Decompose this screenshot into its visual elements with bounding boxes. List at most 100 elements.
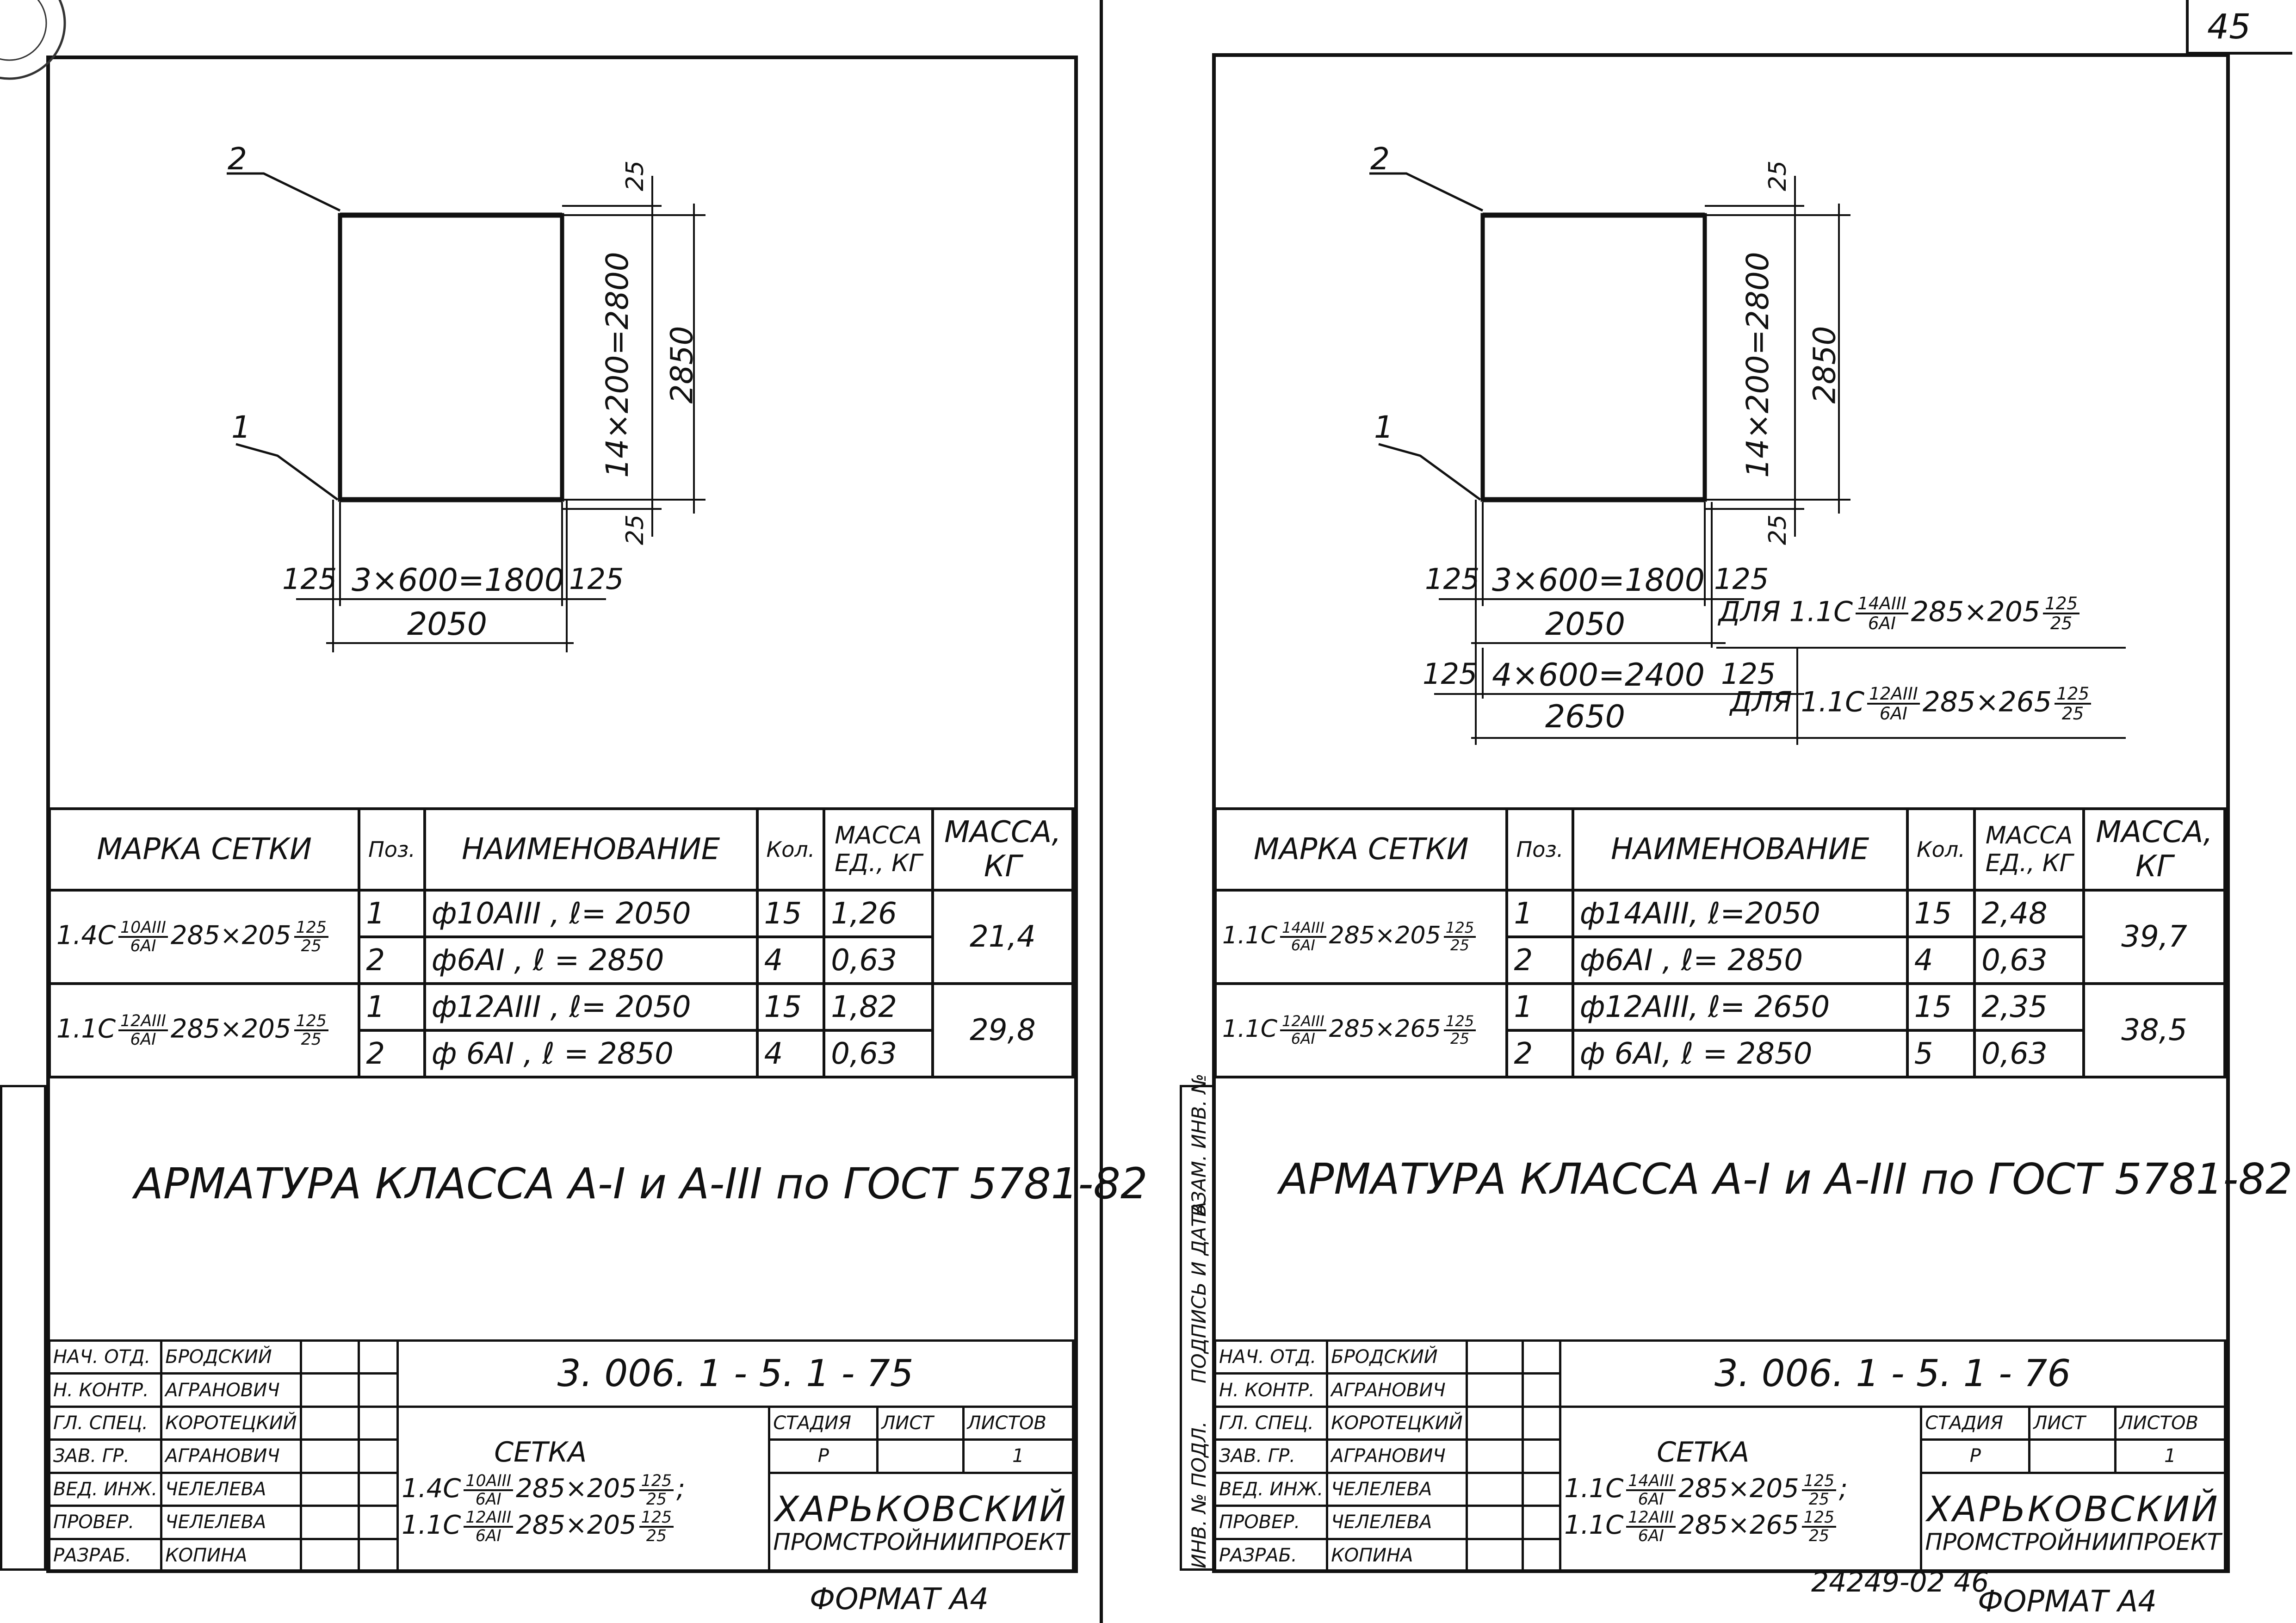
left-dim-bottom-offset: 25 xyxy=(621,514,650,545)
right-sign-6 xyxy=(1465,1537,1524,1573)
right-callout-2: 2 xyxy=(1370,141,1390,177)
title-prefix: 1.1С xyxy=(1564,1474,1624,1504)
right-stage: Р xyxy=(1920,1438,2031,1474)
right-role-2: ГЛ. СПЕЦ. xyxy=(1213,1405,1329,1441)
title-size: 285×205 xyxy=(1678,1474,1799,1504)
left-row1-unit2: 0,63 xyxy=(823,935,934,985)
mark-step-num: 125 xyxy=(294,1012,328,1031)
right-header-name: НАИМЕНОВАНИЕ xyxy=(1571,807,1909,892)
table-row: 2 ф 6АI , ℓ = 2850 4 0,63 xyxy=(50,1029,1073,1078)
left-role-6: РАЗРАБ. xyxy=(48,1537,163,1573)
left-sign-1 xyxy=(299,1372,360,1408)
right-sheet xyxy=(2028,1438,2117,1474)
left-sign-2 xyxy=(299,1405,360,1441)
right-org-line2: ПРОМСТРОЙНИИПРОЕКТ xyxy=(1925,1529,2221,1556)
right-sign-1 xyxy=(1465,1372,1524,1408)
mark-size: 285×205 xyxy=(170,1014,291,1044)
left-person-2: КОРОТЕЦКИЙ xyxy=(160,1405,302,1441)
title-step-den: 25 xyxy=(646,1490,667,1509)
right-person-1: АГРАНОВИЧ xyxy=(1326,1372,1468,1408)
left-dim-right-offset: 125 xyxy=(569,562,624,596)
mark-prefix: 1.1С xyxy=(56,1014,116,1044)
left-person-4: ЧЕЛЕЛЕВА xyxy=(160,1471,302,1507)
left-sign-5 xyxy=(299,1505,360,1540)
left-row1-name2: ф6АI , ℓ = 2850 xyxy=(423,935,759,985)
right-row2-unit2: 0,63 xyxy=(1973,1029,2086,1078)
left-row2-name2: ф 6АI , ℓ = 2850 xyxy=(423,1029,759,1078)
title-size: 285×205 xyxy=(516,1474,637,1504)
right-dim-bottom-offset: 25 xyxy=(1764,514,1792,545)
mark-prefix: 1.1С xyxy=(1222,1015,1278,1043)
right-sign-0 xyxy=(1465,1339,1524,1375)
right-header-total-mass: МАССА, КГ xyxy=(2082,807,2226,892)
right-row1-total: 39,7 xyxy=(2082,889,2226,985)
right-sign-2 xyxy=(1465,1405,1524,1441)
left-person-0: БРОДСКИЙ xyxy=(160,1339,302,1375)
right-dim-left-offset-2: 125 xyxy=(1423,657,1478,691)
right-header-unit-mass: МАССА ЕД., КГ xyxy=(1973,807,2086,892)
left-mesh-outline xyxy=(338,213,564,502)
left-sheets: 1 xyxy=(962,1438,1075,1474)
title-step-num: 125 xyxy=(639,1509,674,1528)
sheet-number-box: 45 xyxy=(2186,0,2292,55)
left-date-0 xyxy=(358,1339,399,1375)
mark-size: 285×205 xyxy=(1329,922,1441,949)
left-header-name: НАИМЕНОВАНИЕ xyxy=(423,807,759,892)
mark-step-den: 25 xyxy=(1450,1030,1469,1047)
right-row2-total: 38,5 xyxy=(2082,982,2226,1078)
right-header-pos: Поз. xyxy=(1505,807,1574,892)
variant-size: 285×205 xyxy=(1911,595,2041,628)
left-header-unit-mass: МАССА ЕД., КГ xyxy=(823,807,934,892)
right-person-3: АГРАНОВИЧ xyxy=(1326,1438,1468,1474)
left-date-6 xyxy=(358,1537,399,1573)
title-step-num: 125 xyxy=(1801,1509,1837,1528)
variant-prefix: ДЛЯ 1.1С xyxy=(1719,595,1853,628)
table-row: 2 ф 6АI, ℓ = 2850 5 0,63 xyxy=(1215,1029,2225,1078)
right-date-0 xyxy=(1522,1339,1562,1375)
right-sheets-label: ЛИСТОВ xyxy=(2114,1405,2227,1441)
left-person-6: КОПИНА xyxy=(160,1537,302,1573)
left-margin-strip xyxy=(0,1085,46,1571)
mark-prefix: 1.4С xyxy=(56,920,116,951)
right-sign-3 xyxy=(1465,1438,1524,1474)
sheet-number: 45 xyxy=(2207,7,2251,47)
right-title-block: НАЧ. ОТД. БРОДСКИЙ 3. 006. 1 - 5. 1 - 76… xyxy=(1213,1339,2227,1573)
mark-prefix: 1.1С xyxy=(1222,922,1278,949)
right-org: ХАРЬКОВСКИЙ ПРОМСТРОЙНИИПРОЕКТ xyxy=(1920,1471,2226,1573)
left-header-total-mass: МАССА, КГ xyxy=(931,807,1075,892)
mark-step-num: 125 xyxy=(1443,1013,1476,1031)
right-stage-label: СТАДИЯ xyxy=(1920,1405,2031,1441)
left-row1-pos1: 1 xyxy=(358,889,426,938)
right-row2-pos2: 2 xyxy=(1505,1029,1574,1078)
right-row1-unit2: 0,63 xyxy=(1973,935,2086,985)
left-row1-qty2: 4 xyxy=(755,935,826,985)
right-sheet: 45 2 1 25 1 xyxy=(1147,0,2295,1623)
left-sign-4 xyxy=(299,1471,360,1507)
left-date-4 xyxy=(358,1471,399,1507)
mark-step-den: 25 xyxy=(301,937,322,955)
left-callout-2: 2 xyxy=(228,141,247,177)
right-dim-inner-horizontal-2: 4×600=2400 xyxy=(1492,657,1705,694)
sidebar-inv-original: ИНВ. № ПОДЛ. xyxy=(1188,1421,1210,1568)
mark-step-num: 125 xyxy=(1443,920,1476,938)
mark-step-num: 125 xyxy=(294,919,328,938)
